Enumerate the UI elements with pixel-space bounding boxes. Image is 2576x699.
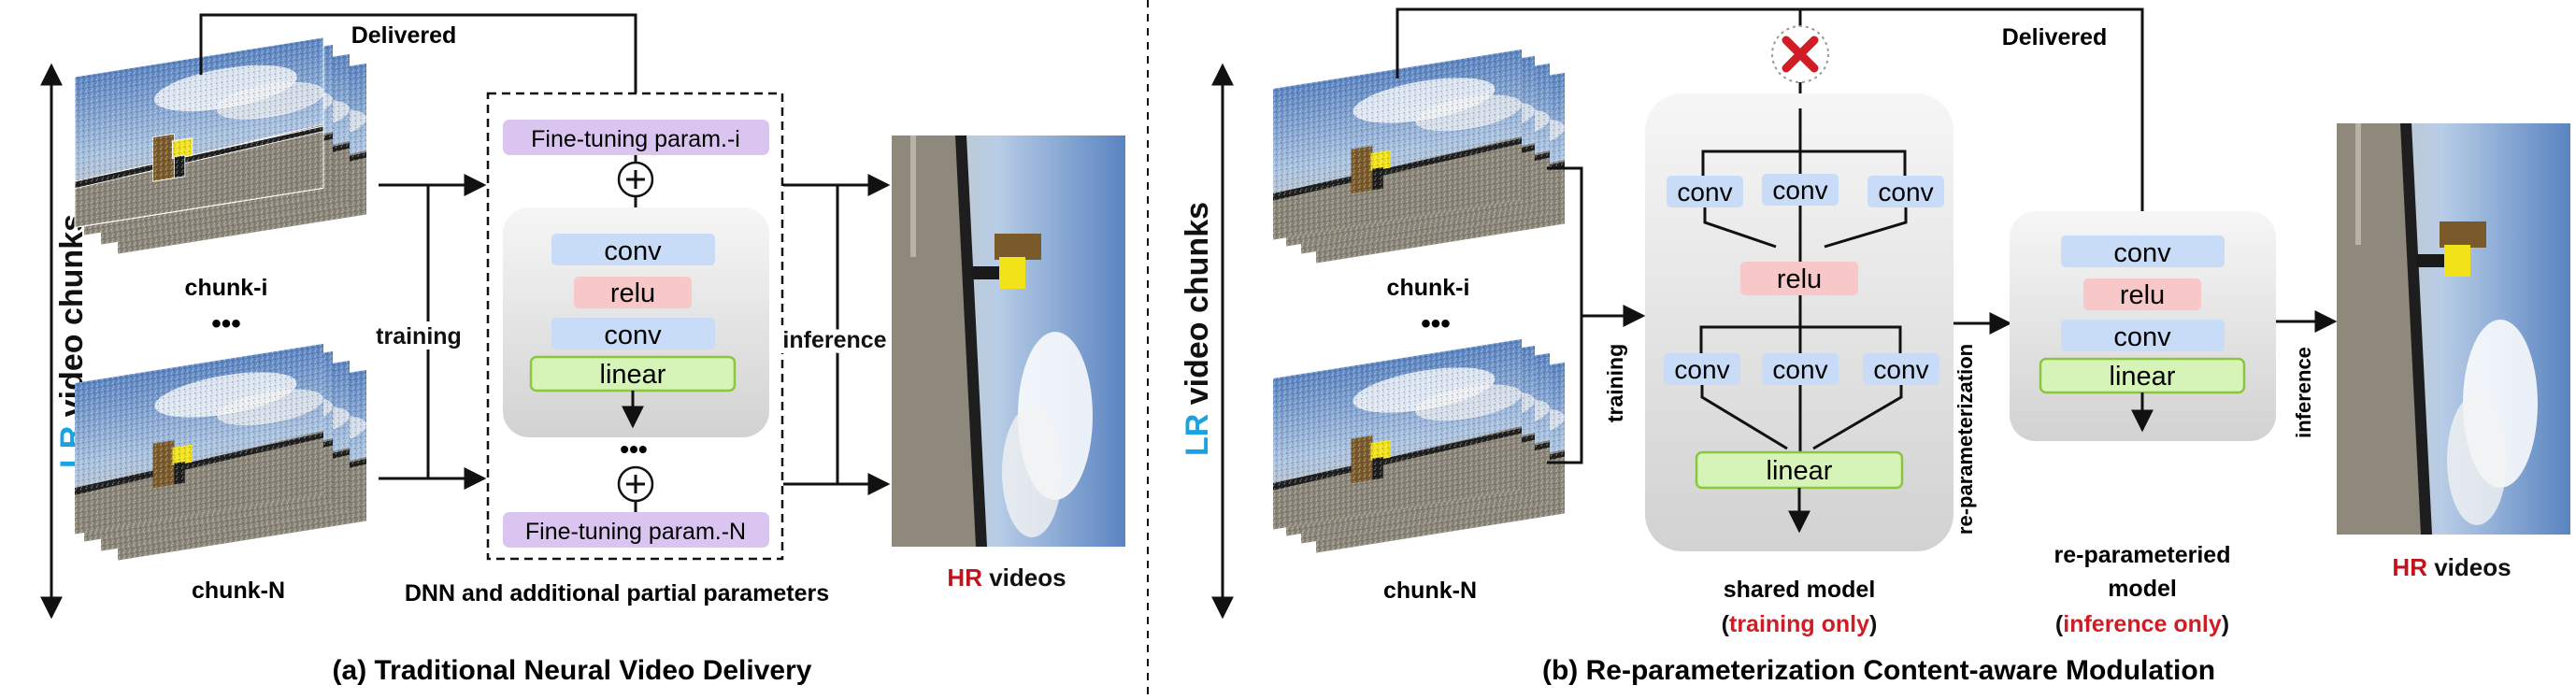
top-conv-2-label: conv	[1772, 176, 1827, 205]
shared-linear-label: linear	[1767, 456, 1833, 486]
chunk-n-stack-right	[1273, 338, 1565, 553]
training-label-left: training	[376, 323, 462, 350]
left-panel: LR video chunks chunk-i ••• chunk-N Deli…	[40, 13, 1125, 686]
reparam-note: (inference only)	[2055, 611, 2229, 637]
reparam-label: re-parameterization	[1953, 344, 1977, 535]
rep-linear-label: linear	[2110, 362, 2176, 392]
chunk-i-stack	[74, 36, 366, 254]
rep-conv-1-label: conv	[2113, 238, 2171, 268]
delivered-line-right	[1395, 7, 2144, 211]
reparam-caption-1: re-parameteried	[2054, 542, 2231, 568]
layer-conv-1	[551, 234, 715, 265]
shared-relu-label: relu	[1777, 264, 1822, 294]
rep-conv-2-label: conv	[2113, 322, 2171, 352]
x-icon	[1782, 36, 1819, 73]
chunk-n-label-left: chunk-N	[192, 578, 285, 604]
ellipsis-box: •••	[620, 435, 647, 464]
right-panel: LR video chunks chunk-i ••• chunk-N Deli…	[1180, 7, 2570, 686]
inference-label-left: inference	[782, 327, 886, 353]
rep-relu-label: relu	[2120, 280, 2165, 310]
top-conv-1	[1667, 176, 1743, 207]
bottom-conv-2	[1762, 353, 1839, 385]
lr-axis-label-left: LR video chunks	[54, 214, 90, 468]
chunk-i-label-left: chunk-i	[185, 275, 268, 301]
layer-relu	[574, 277, 692, 308]
delivered-label-left: Delivered	[351, 22, 457, 49]
inference-label-right: inference	[2292, 347, 2315, 438]
caption-left: (a) Traditional Neural Video Delivery	[333, 655, 812, 686]
reparam-caption-2: model	[2108, 576, 2177, 602]
rep-conv-2	[2061, 320, 2225, 351]
training-label-right: training	[1603, 344, 1627, 422]
delivered-line-left	[199, 13, 637, 93]
dnn-caption: DNN and additional partial parameters	[405, 580, 829, 606]
layer-conv-2	[551, 318, 715, 350]
hr-videos-label-right: HR videos	[2392, 553, 2511, 581]
top-conv-2	[1762, 174, 1839, 206]
param-bottom-label: Fine-tuning param.-N	[525, 519, 746, 545]
shared-relu	[1740, 262, 1858, 295]
layer-relu-label: relu	[610, 278, 655, 308]
param-top-label: Fine-tuning param.-i	[531, 126, 740, 152]
hr-image-left	[892, 136, 1125, 547]
bottom-conv-3-label: conv	[1873, 355, 1928, 384]
dnn-dashed-box	[486, 92, 784, 561]
bottom-conv-2-label: conv	[1772, 355, 1827, 384]
lr-axis-label-right: LR video chunks	[1180, 202, 1215, 456]
shared-model-caption: shared model	[1724, 577, 1876, 603]
chunk-n-label-right: chunk-N	[1383, 578, 1477, 604]
bottom-conv-3	[1863, 353, 1939, 385]
ellipsis-left: •••	[211, 308, 241, 339]
top-conv-3	[1868, 176, 1944, 207]
lr-axis-left: LR video chunks	[40, 63, 90, 620]
hr-videos-label-left: HR videos	[947, 563, 1066, 592]
chunk-i-label-right: chunk-i	[1387, 275, 1470, 301]
delivered-label-right: Delivered	[2002, 24, 2108, 50]
bottom-conv-1	[1664, 353, 1740, 385]
rep-conv-1	[2061, 235, 2225, 267]
hr-image-right	[2337, 123, 2570, 535]
layer-conv-2-label: conv	[604, 321, 662, 350]
shared-model-note: (training only)	[1722, 611, 1878, 637]
layer-linear-label: linear	[600, 360, 666, 390]
ellipsis-right: •••	[1421, 308, 1451, 339]
layer-conv-1-label: conv	[604, 236, 662, 266]
top-conv-3-label: conv	[1878, 178, 1933, 207]
chunk-n-stack	[75, 343, 366, 561]
chunk-i-stack-right	[1273, 49, 1565, 264]
rep-relu	[2083, 278, 2201, 310]
lr-axis-right: LR video chunks	[1180, 63, 1234, 620]
top-conv-1-label: conv	[1677, 178, 1732, 207]
bottom-conv-1-label: conv	[1674, 355, 1729, 384]
caption-right: (b) Re-parameterization Content-aware Mo…	[1542, 655, 2215, 686]
